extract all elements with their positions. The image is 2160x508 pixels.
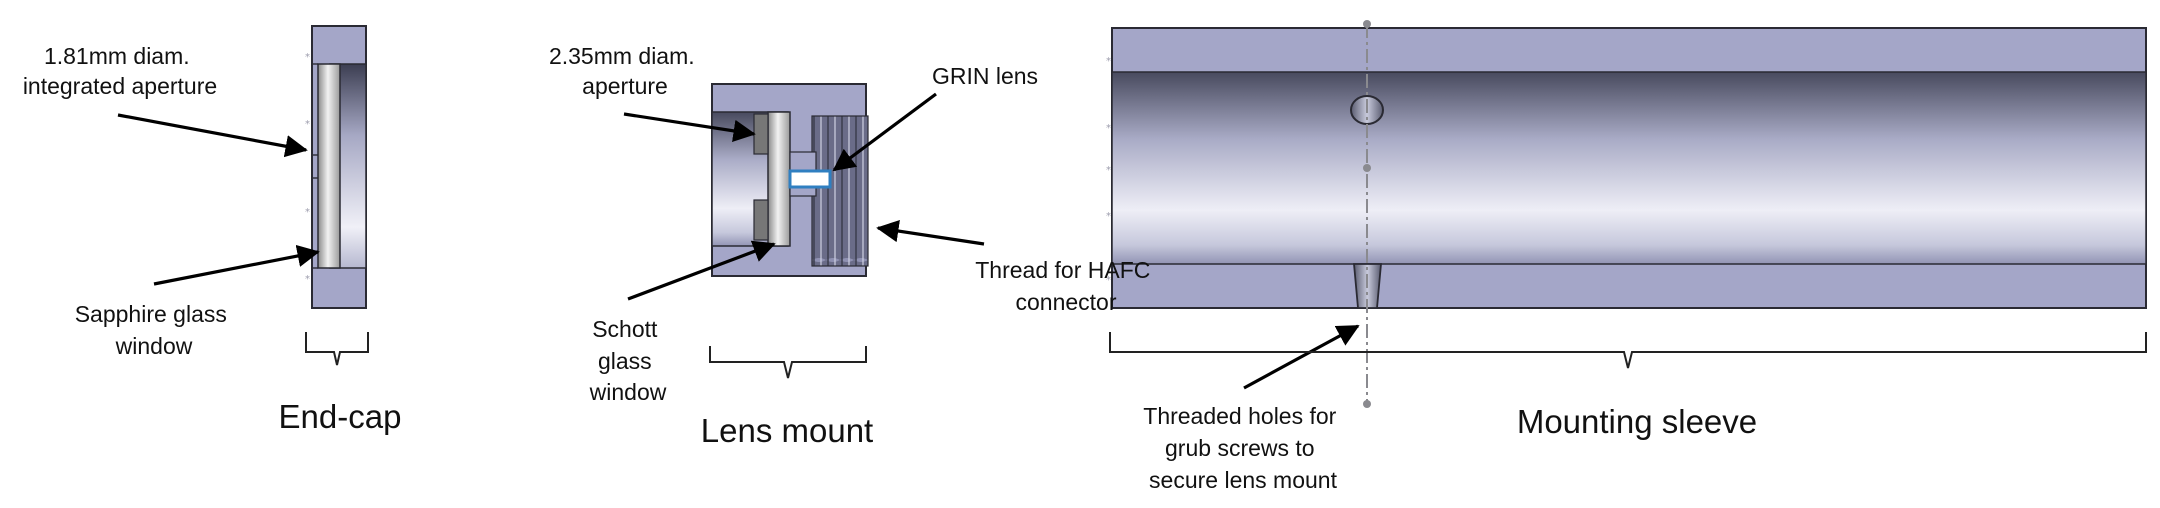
arrow-sapphire: [153, 244, 320, 286]
label-thread: Thread for HAFC connector: [975, 257, 1157, 315]
label-aperture-endcap: 1.81mm diam. integrated aperture: [23, 43, 217, 99]
svg-text:*: *: [1106, 275, 1111, 286]
arrow-thread: [876, 219, 985, 246]
caption-lensmount: Lens mount: [701, 412, 873, 449]
schott-window-shape: [767, 111, 791, 247]
grin-lens-shape: [788, 169, 832, 189]
svg-text:*: *: [1106, 211, 1111, 222]
label-holes: Threaded holes for grub screws to secure…: [1143, 403, 1342, 493]
arrow-aperture-lens: [623, 112, 756, 142]
sleeve-part: * * * * *: [1106, 20, 2147, 408]
svg-text:*: *: [305, 274, 310, 285]
svg-text:*: *: [305, 52, 310, 63]
arrows: [117, 92, 1360, 390]
label-sapphire: Sapphire glass window: [75, 301, 234, 359]
brace-lensmount: [709, 346, 867, 379]
braces: [305, 332, 2147, 379]
lensmount-part: [711, 83, 869, 277]
thread-shape: [811, 115, 869, 267]
arrow-holes: [1243, 324, 1360, 390]
svg-text:*: *: [1106, 165, 1111, 176]
label-grin: GRIN lens: [932, 63, 1038, 89]
label-schott: Schott glass window: [589, 316, 667, 405]
svg-text:*: *: [305, 207, 310, 218]
caption-sleeve: Mounting sleeve: [1517, 403, 1757, 440]
brace-sleeve: [1109, 332, 2147, 369]
caption-endcap: End-cap: [279, 398, 402, 435]
label-aperture-lens: 2.35mm diam. aperture: [549, 43, 701, 99]
endcap-part: * * * *: [305, 25, 367, 309]
arrow-aperture-endcap: [117, 113, 308, 158]
sapphire-window-shape: [317, 63, 341, 269]
svg-text:*: *: [1106, 56, 1111, 67]
arrow-grin: [832, 92, 937, 172]
brace-endcap: [305, 332, 369, 366]
svg-text:*: *: [1106, 123, 1111, 134]
svg-text:*: *: [305, 119, 310, 130]
arrow-schott: [627, 240, 776, 301]
